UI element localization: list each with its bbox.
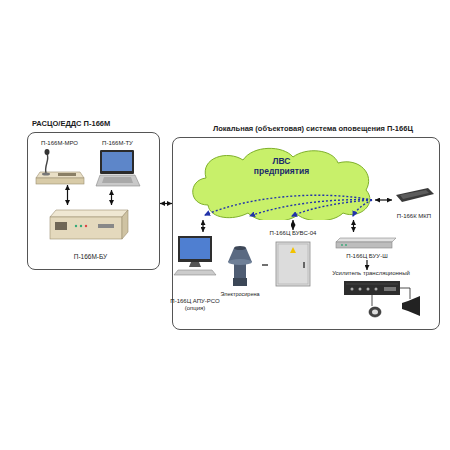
amplifier-knob	[351, 288, 354, 291]
unit-top	[50, 210, 128, 217]
unit-top	[336, 238, 396, 242]
unit-led	[85, 225, 87, 227]
network-label: ЛВС предприятия	[248, 157, 315, 177]
cabinet-door	[278, 244, 308, 284]
mic-head	[45, 149, 50, 155]
unit-panel	[55, 222, 67, 230]
horn-speaker	[402, 296, 420, 316]
amplifier-knob	[359, 288, 362, 291]
laptop-keyboard	[102, 177, 133, 183]
system-group: Локальная (объектовая) система оповещени…	[172, 137, 440, 330]
cabinet-handle	[303, 262, 305, 268]
console-front	[36, 178, 84, 184]
unit-led	[80, 225, 82, 227]
mic-stem	[46, 154, 48, 173]
link-arrow	[202, 220, 203, 232]
unit-led	[341, 244, 343, 246]
monitor-frame	[178, 236, 212, 262]
laptop-screen	[102, 152, 132, 171]
amplifier-knob	[367, 288, 370, 291]
cabinet-illustration	[276, 242, 310, 286]
link-arrow	[353, 220, 354, 232]
link-arrow	[67, 185, 68, 205]
network-cloud: ЛВС предприятия	[188, 145, 375, 220]
monitor-screen	[180, 238, 210, 259]
spot-speaker	[369, 307, 381, 317]
device-node: П-166К МКП	[392, 180, 436, 220]
device-label: Усилитель трансляционный	[326, 270, 416, 277]
amplifier-body	[344, 281, 400, 295]
amplifier-illustration	[344, 281, 400, 295]
monitor-stand	[189, 262, 201, 267]
laptop-lid	[100, 150, 134, 174]
unit-side	[122, 210, 128, 239]
flow-line	[250, 200, 372, 216]
device-label: П-166М-МРО	[28, 140, 91, 147]
speaker-wire	[372, 295, 373, 306]
device-label: П-166Ц БУУ-Ш	[328, 253, 406, 260]
unit-front	[336, 242, 392, 248]
keypad-illustration	[396, 188, 434, 202]
group-heading: РАСЦО/ЕДДС П-166М	[32, 120, 110, 129]
cabinet-body	[276, 242, 310, 286]
flow-line	[205, 195, 372, 215]
amplifier-knob	[375, 288, 378, 291]
link-arrow	[366, 260, 367, 270]
link-arrow	[292, 220, 293, 230]
keypad-body	[396, 188, 434, 202]
device-label: П-166М-БУ	[44, 253, 137, 260]
spot-speaker-cone	[372, 310, 378, 315]
link-arrow	[111, 190, 112, 205]
link-arrow	[262, 264, 268, 265]
siren-rim	[228, 259, 252, 265]
console-keys	[58, 173, 76, 176]
link-arrow	[160, 203, 172, 204]
device-label: Электросирена	[214, 291, 266, 297]
siren-cap	[234, 246, 246, 250]
computer-illustration	[174, 236, 216, 275]
device-label: П-166К МКП	[388, 213, 440, 220]
control-unit-illustration	[50, 210, 128, 239]
unit-led	[75, 225, 77, 227]
control-unit-illustration	[336, 238, 396, 248]
siren-illustration	[228, 246, 252, 286]
console-top	[36, 172, 84, 178]
group-heading: Локальная (объектовая) система оповещени…	[213, 125, 413, 134]
link-arrow	[375, 199, 392, 200]
siren-base	[233, 278, 247, 286]
unit-front	[50, 217, 122, 239]
mic-base	[42, 173, 50, 176]
warning-sign	[290, 247, 296, 253]
laptop-base	[96, 175, 140, 186]
network-flow	[205, 195, 372, 216]
amplifier-display	[384, 287, 396, 291]
amplifier-trim	[346, 284, 398, 285]
speaker-wire	[400, 288, 410, 299]
keyboard	[174, 270, 216, 275]
device-label: П-166Ц БУВС-04	[264, 230, 322, 237]
laptop-illustration	[96, 150, 140, 186]
console-illustration	[36, 149, 84, 184]
unit-led	[345, 244, 347, 246]
flow-line	[353, 200, 372, 216]
unit-slot	[98, 224, 114, 228]
device-label: П-166М-ТУ	[86, 140, 149, 147]
speaker-illustration	[369, 288, 420, 317]
keypad-keys	[400, 190, 429, 199]
flow-line	[292, 200, 372, 216]
device-label: П-166Ц АПУ-РСО (опция)	[168, 298, 222, 312]
cloud-shape	[193, 148, 370, 220]
